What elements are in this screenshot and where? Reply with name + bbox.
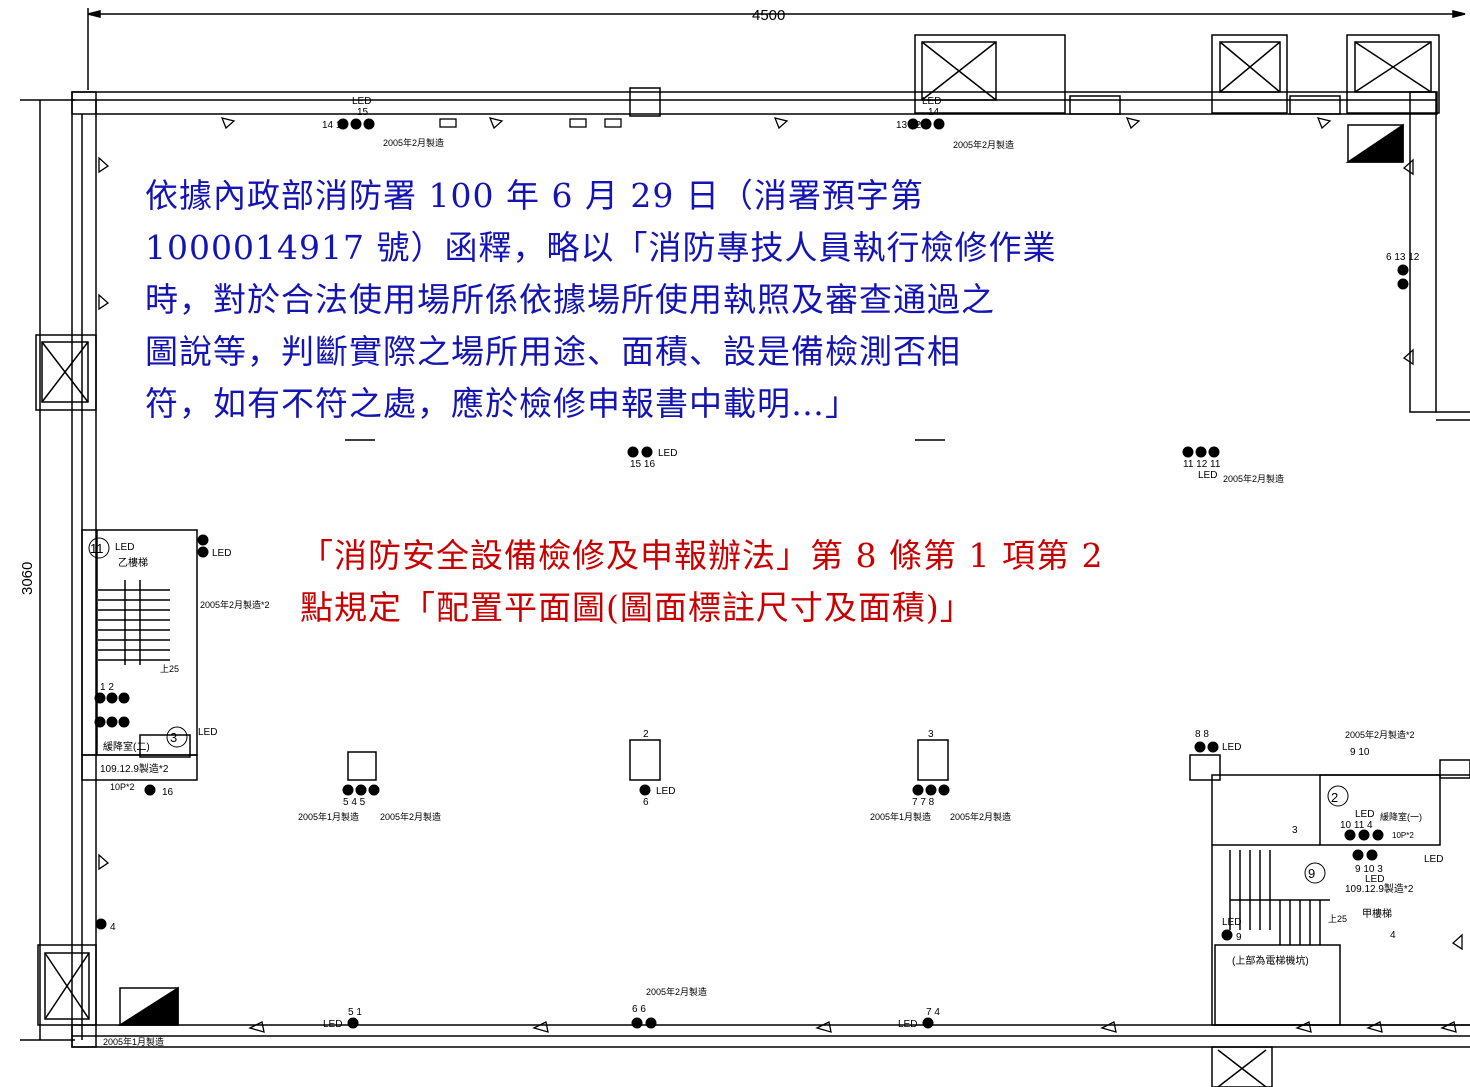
ten-p2-label: 10P*2	[1392, 831, 1414, 840]
outer-wall-top	[71, 91, 1438, 115]
led-label: LED	[198, 727, 217, 738]
stair-b-landing	[139, 734, 191, 758]
room-label: 緩降室(二)	[103, 740, 150, 753]
note-line: 1000014917 號）函釋，略以「消防專技人員執行檢修作業	[145, 228, 1057, 267]
device-code: 9 10 3	[1355, 864, 1383, 875]
device-code: 15	[357, 107, 369, 118]
note-line: 符，如有不符之處，應於檢修申報書中載明…」	[145, 384, 859, 423]
fixture-2	[629, 739, 661, 781]
mfg-label: 2005年1月製造	[103, 1036, 164, 1047]
mfg-label: 2005年2月製造	[383, 137, 444, 148]
shaft-left-bottom	[37, 944, 97, 1026]
device-code: 14	[928, 107, 940, 118]
device-code: 5 1	[348, 1007, 362, 1018]
dim-height-label: 3060	[19, 562, 36, 595]
regulation-note-red: 「消防安全設備檢修及申報辦法」第 8 條第 1 項第 2 點規定「配置平面圖(圖…	[300, 530, 1460, 634]
led-label: LED	[1355, 809, 1374, 820]
regulation-note-blue: 依據內政部消防署 100 年 6 月 29 日（消署預字第 1000014917…	[145, 170, 1375, 430]
device-code: 5 4 5	[343, 797, 366, 808]
mfg-label: 2005年2月製造*2	[1345, 729, 1415, 740]
mfg-label: 2005年2月製造	[380, 811, 441, 822]
device-code: 13 12	[896, 120, 921, 131]
led-label: LED	[115, 542, 134, 553]
device-code: 3	[928, 729, 934, 740]
led-label: LED	[1222, 742, 1241, 753]
stair-b-treads	[98, 580, 170, 665]
mfg-label: 2005年2月製造	[953, 139, 1014, 150]
mfg-label: 2005年2月製造	[646, 986, 707, 997]
led-label: LED	[922, 96, 941, 107]
elevator-pit-label: (上部為電梯機坑)	[1232, 954, 1309, 967]
device-code: 7 7 8	[912, 797, 935, 808]
led-label: LED	[212, 548, 231, 559]
date-label: 109.12.9製造*2	[100, 762, 169, 775]
circle-number: 3	[170, 730, 177, 745]
fixture-1	[347, 751, 377, 781]
device-code: 6 6	[632, 1004, 646, 1015]
device-code: 4	[110, 922, 116, 933]
note-line: 依據內政部消防署 100 年 6 月 29 日（消署預字第	[145, 176, 924, 215]
device-code: 9	[1236, 932, 1242, 943]
note-line: 時，對於合法使用場所係依據場所使用執照及審查通過之	[145, 280, 995, 319]
device-code: 3	[1292, 825, 1298, 836]
led-label: LED	[658, 448, 677, 459]
led-label: LED	[656, 786, 675, 797]
outer-wall-left	[71, 91, 97, 1048]
device-code: 9 10	[1350, 747, 1370, 758]
stair-b-label: 乙樓梯	[118, 556, 148, 569]
dim-width-label: 4500	[752, 7, 785, 24]
device-code: 4	[1390, 930, 1396, 941]
led-label: LED	[352, 96, 371, 107]
circle-number: 2	[1331, 790, 1338, 805]
led-label: LED	[1222, 917, 1241, 928]
device-code: 14 13	[322, 120, 347, 131]
up-label: 上25	[1328, 914, 1347, 924]
mfg-label: 2005年2月製造	[950, 811, 1011, 822]
shaft-top-1	[914, 34, 1066, 114]
device-code: 8 8	[1195, 729, 1209, 740]
mfg-label: 2005年1月製造	[870, 811, 931, 822]
note-line: 圖說等，判斷實際之場所用途、面積、設是備檢測否相	[145, 332, 961, 371]
room-label: 緩降室(一)	[1380, 811, 1422, 822]
circle-number: 9	[1308, 866, 1315, 881]
up-label: 上25	[160, 664, 179, 674]
note-line: 「消防安全設備檢修及申報辦法」第 8 條第 1 項第 2	[300, 536, 1104, 575]
ten-p2-label: 10P*2	[110, 782, 135, 792]
mfg-label: 2005年2月製造*2	[200, 599, 270, 610]
led-label: LED	[1365, 874, 1384, 885]
shaft-top-3	[1346, 34, 1440, 114]
device-code: 2	[643, 729, 649, 740]
device-code: 10 11 4	[1340, 820, 1373, 831]
led-label: LED	[898, 1019, 917, 1030]
device-code: 11 12 11	[1183, 459, 1221, 470]
led-label: LED	[1198, 470, 1217, 481]
device-code: 6	[643, 797, 649, 808]
device-code: 7 4	[926, 1007, 940, 1018]
device-code: 6 13 12	[1386, 252, 1420, 263]
fixture-3	[917, 739, 949, 781]
mfg-label: 2005年1月製造	[298, 811, 359, 822]
date-label: 109.12.9製造*2	[1345, 882, 1414, 895]
shaft-bottom-right	[1211, 1046, 1273, 1087]
device-code: 1 2	[100, 682, 114, 693]
stair-a-label: 甲樓梯	[1362, 907, 1392, 920]
elevator-pit	[1214, 944, 1341, 1026]
note-line: 點規定「配置平面圖(圖面標註尺寸及面積)」	[300, 588, 974, 627]
stair-a-treads	[1229, 850, 1330, 945]
device-code: 16	[162, 787, 174, 798]
shaft-top-2	[1211, 34, 1288, 114]
shaft-left	[35, 334, 97, 411]
circle-number: 11	[90, 541, 104, 556]
led-label: LED	[1424, 854, 1443, 865]
device-code: 15 16	[630, 459, 655, 470]
led-label: LED	[323, 1019, 342, 1030]
mfg-label: 2005年2月製造	[1223, 473, 1284, 484]
